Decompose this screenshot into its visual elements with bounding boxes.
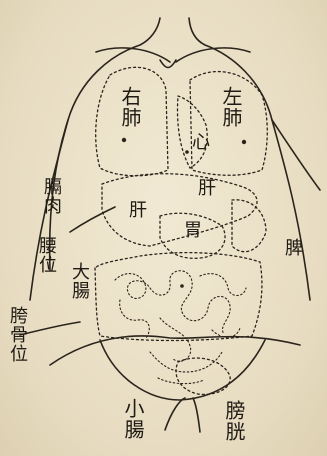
diaphragm-pointer-line (70, 207, 115, 232)
left-lung-label-char-2: 肺 (219, 107, 243, 128)
left-lung-label-char-1: 左 (219, 86, 243, 107)
liver-outline (102, 174, 257, 246)
hip-pointer-line (20, 322, 80, 335)
small-intestine-coils (115, 271, 246, 361)
groin-left (165, 398, 185, 430)
spleen-label: 脾 (285, 240, 303, 258)
liver-right-label: 肝 (129, 202, 147, 220)
right-lung-label: 右肺 (120, 86, 140, 128)
large-intestine-outline (95, 253, 262, 341)
diaphragm-label: 膈肉 (42, 177, 60, 215)
left-lung-label: 左肺 (221, 86, 241, 128)
spleen-outline (232, 200, 266, 252)
groin-right (193, 398, 200, 432)
heart-marker (185, 150, 189, 154)
right-lung-label-char-1: 右 (118, 86, 142, 107)
right-lung-label-char-2: 肺 (118, 107, 142, 128)
right-arm-edge (272, 120, 320, 190)
lower-belly-curve (100, 340, 265, 400)
liver-left-label: 肝 (198, 180, 216, 198)
lumbar-position-label: 腰位 (37, 236, 55, 274)
clavicle-right (176, 48, 250, 62)
large-intestine-label: 大腸 (70, 262, 88, 300)
left-lung-marker (242, 140, 246, 144)
small-intestine-lower (150, 352, 222, 384)
stomach-label: 胃 (184, 222, 202, 240)
right-lung-marker (122, 138, 126, 142)
stomach-marker (180, 284, 184, 288)
heart-label: 心 (192, 134, 210, 152)
bladder-label: 膀胱 (224, 400, 244, 442)
small-intestine-label: 小腸 (123, 398, 143, 440)
hip-bone-position-label: 胯骨位 (8, 306, 26, 363)
clavicle-left (96, 48, 170, 62)
